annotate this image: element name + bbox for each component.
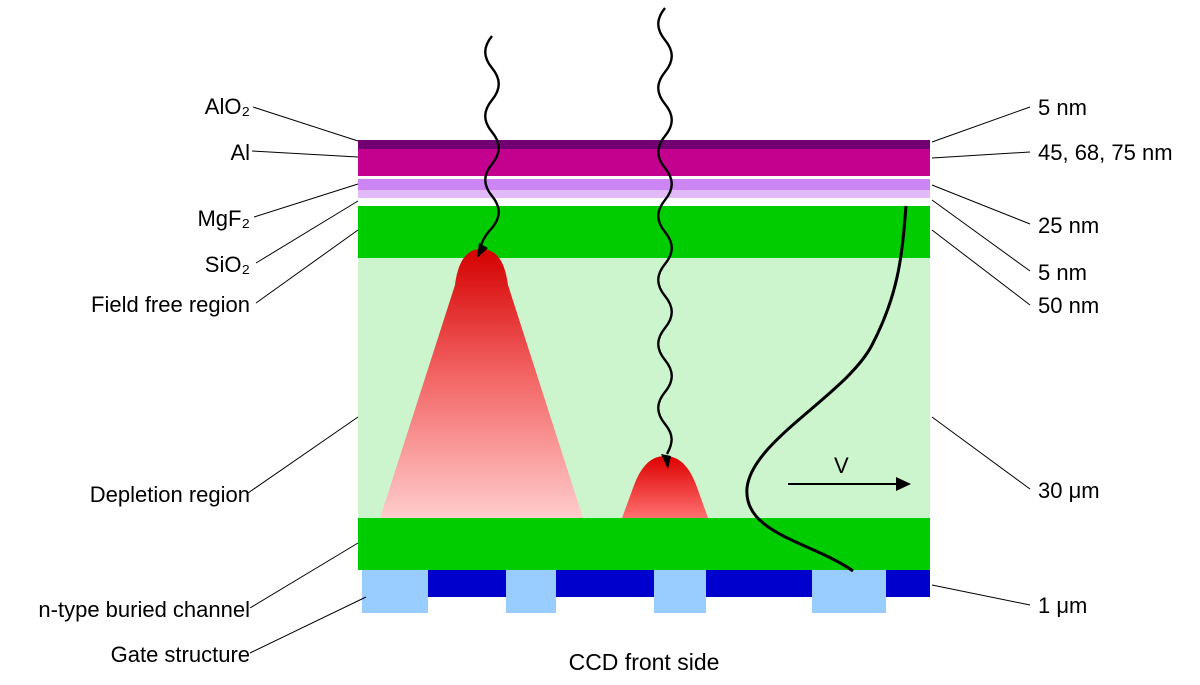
label-mgf2: MgF₂ [197, 206, 250, 231]
label-n-type-buried-channel: n-type buried channel [38, 597, 250, 622]
photon-arrowhead-1 [477, 243, 488, 258]
gate-block-light-2 [506, 570, 556, 613]
thickness-al: 45, 68, 75 nm [1038, 140, 1173, 165]
photon-wave-1 [477, 35, 500, 253]
gate-block-light-4 [812, 570, 886, 613]
connector-line-n-channel [249, 542, 359, 609]
layer-field-free-region [358, 206, 930, 258]
label-alo2: AlO₂ [204, 94, 250, 119]
diagram-caption: CCD front side [568, 649, 720, 675]
thickness-alo2: 5 nm [1038, 95, 1087, 120]
photon-wave-2 [657, 7, 673, 455]
connector-line-30um [931, 416, 1031, 490]
connector-line-1um [931, 584, 1031, 606]
gate-block-light-1 [362, 570, 428, 613]
thickness-n-channel: 1 μm [1038, 593, 1088, 618]
connector-line-50nm [931, 229, 1031, 306]
thickness-field-free: 50 nm [1038, 293, 1100, 318]
connector-line-alo2 [252, 106, 359, 142]
label-field-free-region: Field free region [91, 292, 250, 317]
layer-alo2 [358, 140, 930, 149]
connector-line-al-thickness [931, 151, 1031, 159]
layer-n-type-buried-channel [358, 518, 930, 570]
connector-line-5nm-top [931, 106, 1031, 143]
layer-mgf2-upper [358, 179, 930, 190]
thickness-depletion: 30 μm [1038, 478, 1100, 503]
gate-block-dark-3 [706, 570, 812, 597]
layer-mgf2-lower [358, 190, 930, 198]
voltage-arrowhead [896, 477, 911, 491]
charge-cloud-large [380, 249, 583, 518]
layer-al [358, 149, 930, 176]
voltage-label: V [834, 453, 849, 478]
connector-line-25nm [931, 184, 1031, 225]
label-depletion-region: Depletion region [89, 482, 250, 507]
connector-line-al [251, 150, 359, 158]
thickness-sio2: 5 nm [1038, 260, 1087, 285]
photon-arrowhead-2 [661, 454, 671, 469]
connector-line-depletion [247, 416, 359, 494]
gate-block-dark-2 [556, 570, 654, 597]
connector-line-5nm-bottom [931, 199, 1031, 272]
gate-block-light-3 [654, 570, 706, 613]
label-gate-structure: Gate structure [110, 642, 250, 667]
label-sio2: SiO₂ [204, 252, 250, 277]
connector-line-gate [249, 596, 367, 654]
connector-line-mgf2 [253, 183, 359, 218]
thickness-mgf2: 25 nm [1038, 213, 1100, 238]
gate-block-dark-4 [886, 570, 930, 597]
gate-block-dark-1 [428, 570, 506, 597]
charge-cloud-small [622, 456, 708, 518]
voltage-profile-curve [745, 205, 908, 573]
connector-line-field-free [255, 229, 359, 304]
label-al: Al [230, 140, 250, 165]
connector-line-sio2 [255, 200, 359, 264]
